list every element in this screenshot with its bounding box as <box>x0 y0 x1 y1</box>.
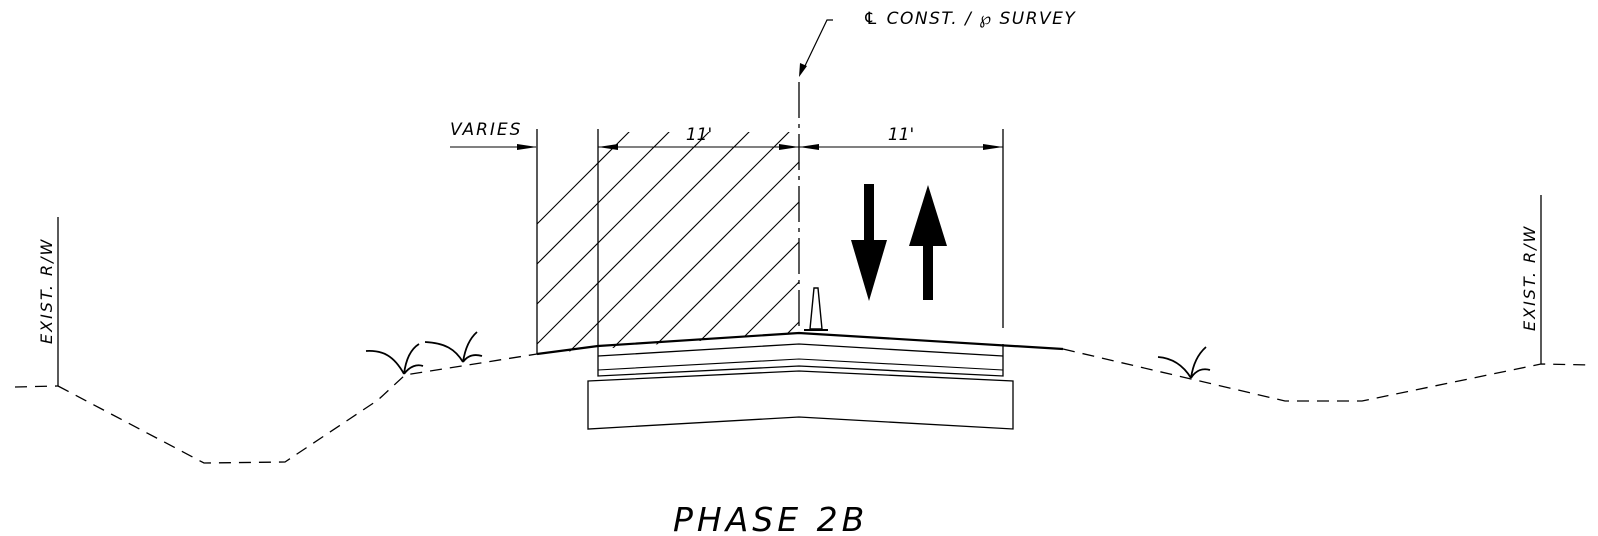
dim-arrow-icon <box>779 144 799 150</box>
varies-label: VARIES <box>450 120 522 140</box>
centerline: ℄ CONST. / ℘ SURVEY <box>798 9 1076 333</box>
grass-tuft-icon <box>365 343 424 375</box>
traffic-arrow-up-icon <box>909 185 947 300</box>
dim-arrow-icon <box>983 144 1003 150</box>
right-of-way-left: EXIST. R/W <box>37 217 59 386</box>
right-of-way-right: EXIST. R/W <box>1520 195 1542 364</box>
row-label-left: EXIST. R/W <box>37 238 56 344</box>
dimension-lines: VARIES 11' 11' <box>450 120 1004 328</box>
lane-width-right: 11' <box>888 125 914 145</box>
centerline-label: ℄ CONST. / ℘ SURVEY <box>863 9 1076 29</box>
pavement-layers <box>587 343 1014 430</box>
grass-tuft-icon <box>1157 346 1211 379</box>
existing-ground-right <box>1062 348 1591 402</box>
leader-arrow-icon <box>799 63 807 77</box>
grass-tuft-icon <box>424 331 483 363</box>
traffic-cone-icon <box>804 287 828 331</box>
existing-ground-left <box>14 353 538 464</box>
traffic-arrow-down-icon <box>851 184 887 301</box>
roadway-surface <box>536 331 1064 356</box>
dim-arrow-icon <box>517 144 537 150</box>
dim-arrow-icon <box>799 144 819 150</box>
lane-width-left: 11' <box>686 125 712 145</box>
dim-arrow-icon <box>598 144 618 150</box>
phase-title: PHASE 2B <box>673 500 868 536</box>
row-label-right: EXIST. R/W <box>1520 225 1539 331</box>
